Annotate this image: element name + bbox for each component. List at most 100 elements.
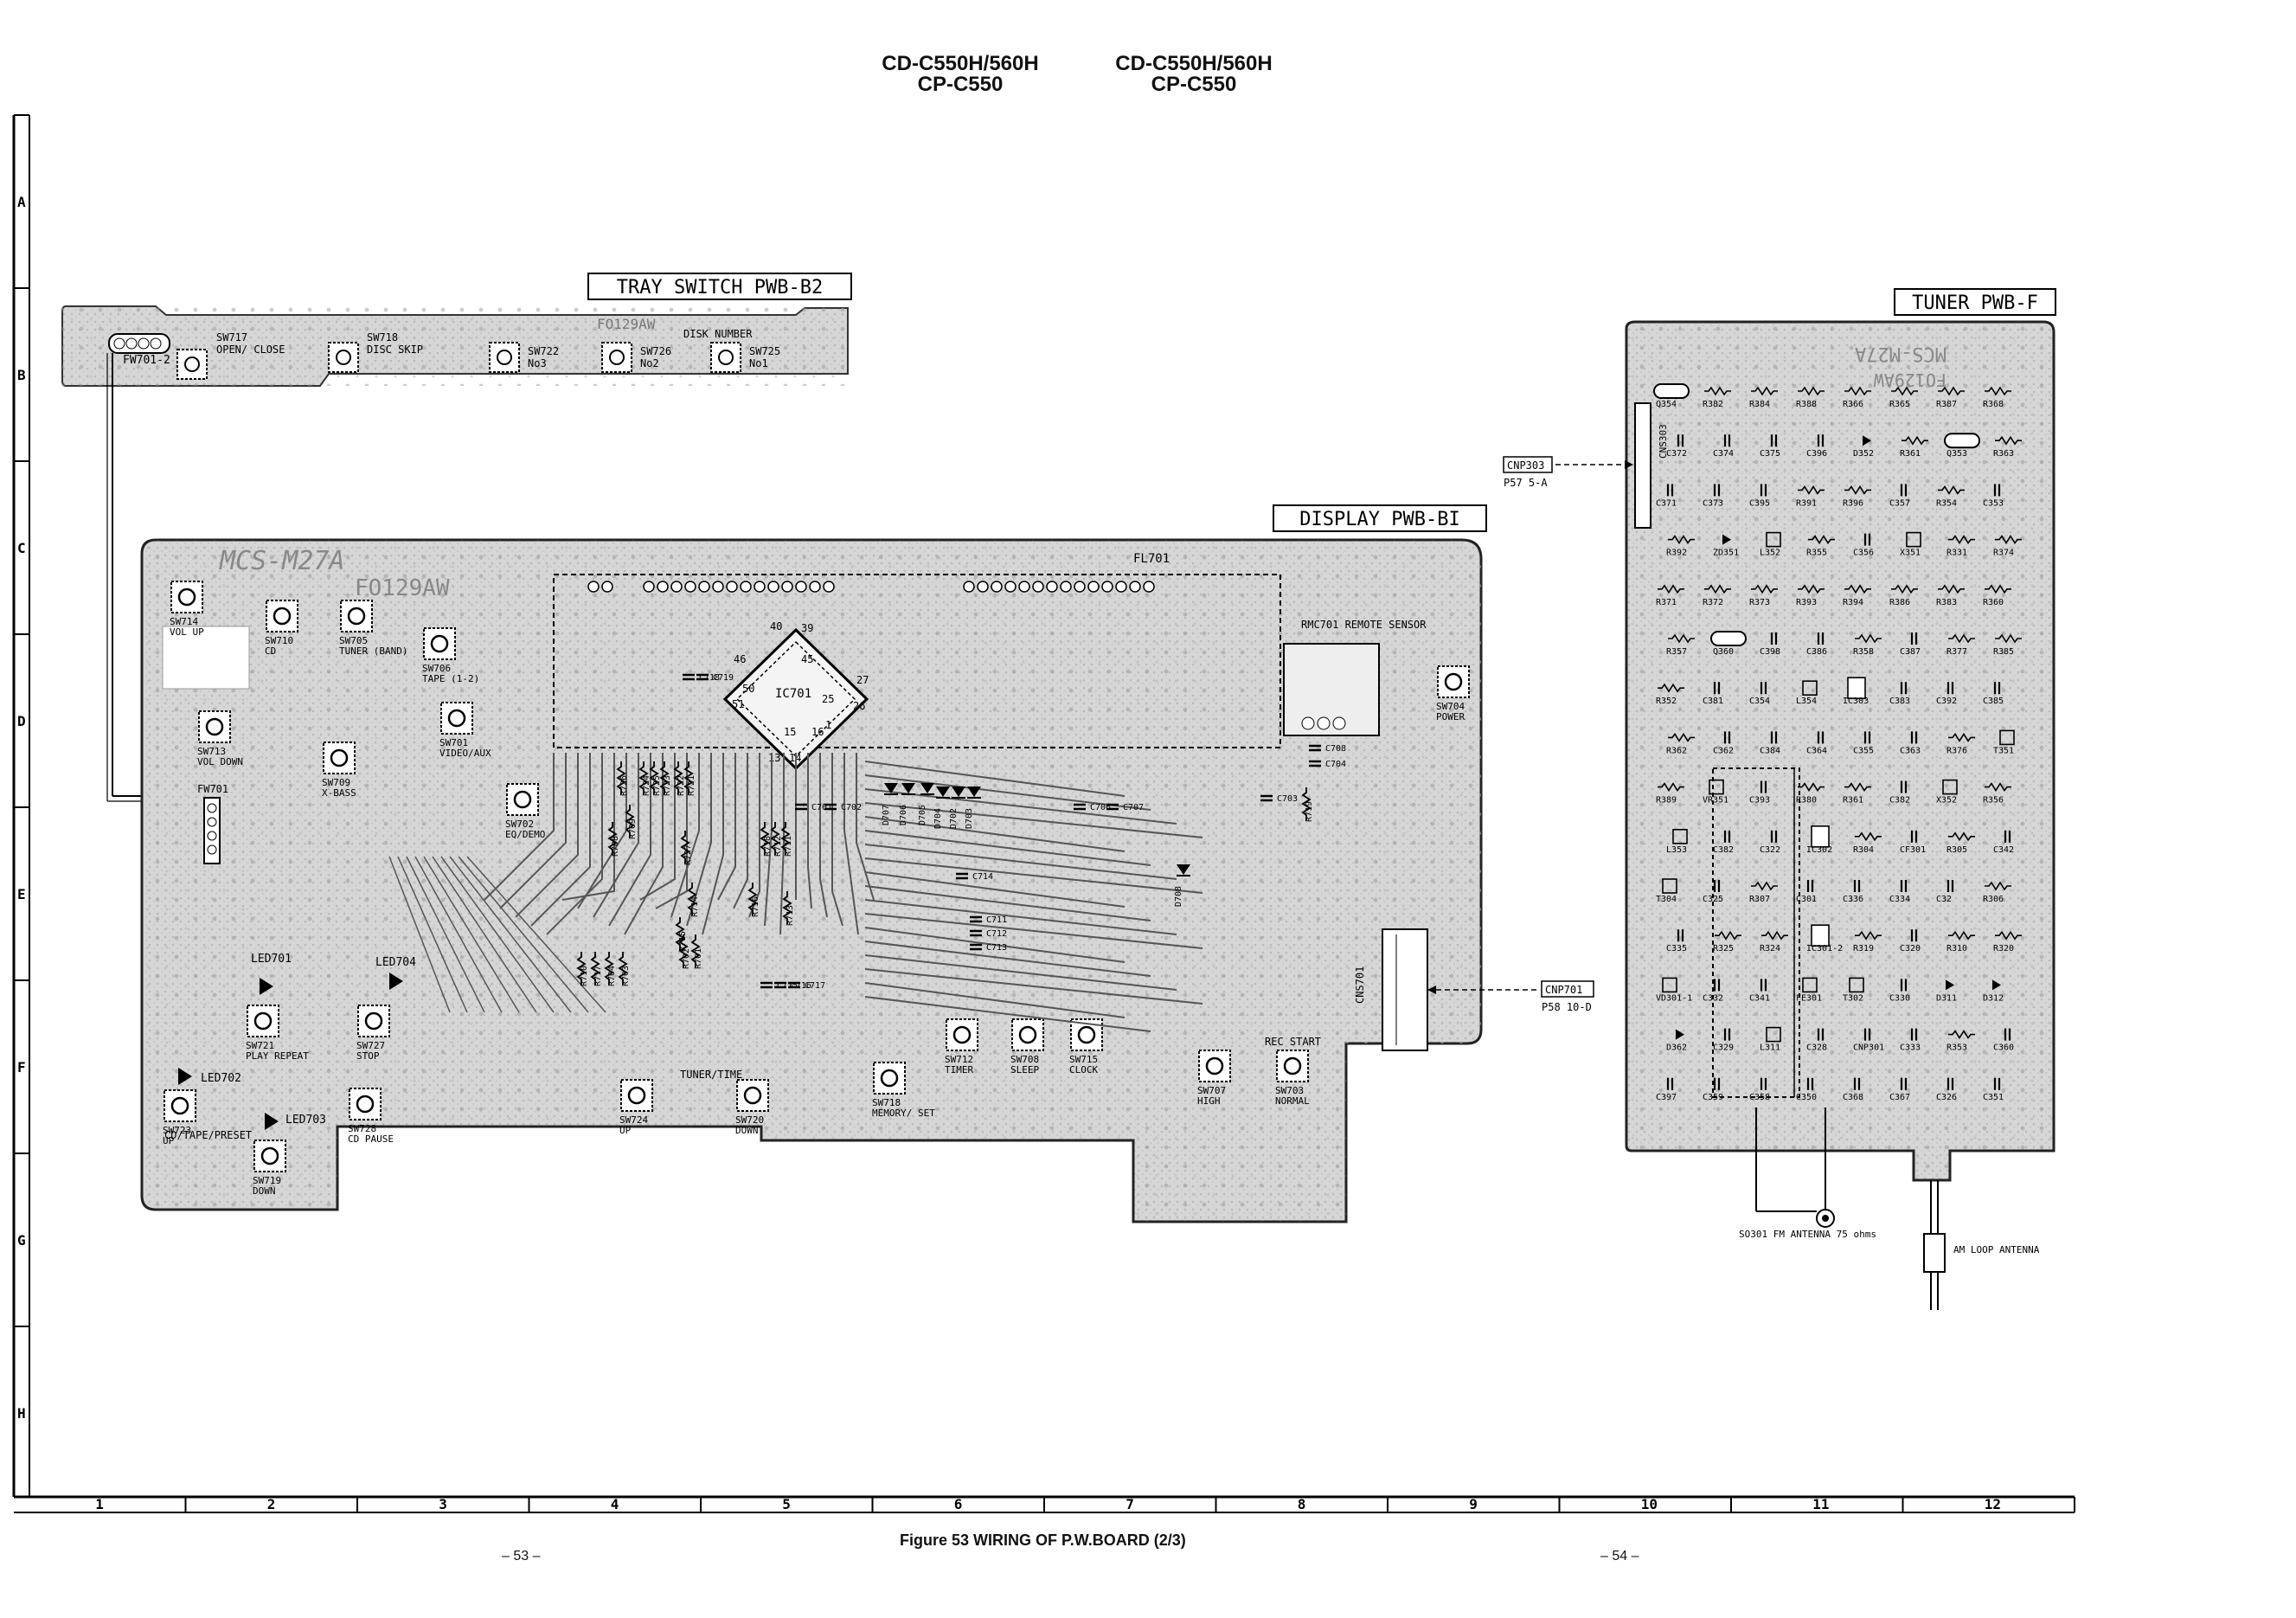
fl701-pin bbox=[1004, 581, 1017, 593]
resistor-icon bbox=[1844, 782, 1871, 793]
switch-body bbox=[247, 1005, 279, 1037]
tuner-part-r365: R365 bbox=[1889, 386, 1918, 409]
switch-button-icon bbox=[513, 790, 532, 809]
tuner-part-ref: R361 bbox=[1843, 796, 1863, 806]
led703-label: LED703 bbox=[285, 1114, 326, 1127]
tuner-part-ref: R388 bbox=[1796, 400, 1817, 409]
switch-label: PLAY REPEAT bbox=[246, 1050, 309, 1062]
tuner-part-ref: R354 bbox=[1936, 498, 1957, 508]
cnp701-ref: P58 10-D bbox=[1542, 1001, 1592, 1013]
resistor-icon bbox=[1948, 535, 1975, 545]
switch-ref: SW701 bbox=[439, 737, 468, 748]
tuner-part-r384: R384 bbox=[1749, 386, 1778, 409]
resistor-ref: R702 bbox=[682, 948, 691, 969]
tuner-part-ref: R331 bbox=[1946, 549, 1967, 558]
tuner-part-ref: C386 bbox=[1806, 647, 1827, 657]
tuner-part-ref: C398 bbox=[1760, 647, 1780, 657]
tuner-part-ref: R356 bbox=[1983, 796, 2004, 806]
switch-ref: SW721 bbox=[246, 1040, 274, 1051]
pcb-trace bbox=[423, 856, 520, 1013]
switch-label: VOL UP bbox=[170, 626, 204, 638]
rec-start-label: REC START bbox=[1265, 1036, 1321, 1048]
capacitor-c718: C718 bbox=[683, 673, 720, 683]
column-ticks bbox=[184, 1497, 1904, 1512]
pcb-trace bbox=[406, 856, 485, 1013]
resistor-ref: R712 bbox=[773, 836, 783, 857]
ic701-pin-1: 1 bbox=[825, 719, 831, 731]
tuner-part-ref: Q360 bbox=[1713, 647, 1734, 657]
tuner-part-ref: C353 bbox=[1983, 498, 2004, 508]
pcb-trace bbox=[864, 830, 1151, 866]
switch-button-icon bbox=[952, 1025, 972, 1044]
tuner-part-ref: C356 bbox=[1853, 549, 1874, 558]
switch-button-icon bbox=[430, 634, 449, 653]
tuner-part-ref: R377 bbox=[1946, 647, 1967, 657]
resistor-r722: R722 bbox=[673, 761, 686, 796]
tuner-part-r325: R325 bbox=[1713, 930, 1741, 953]
resistor-icon bbox=[1995, 435, 2022, 446]
switch-label: STOP bbox=[356, 1050, 380, 1062]
tuner-part-ref: X352 bbox=[1936, 796, 1957, 806]
resistor-r724: R724 bbox=[638, 761, 651, 796]
switch-body bbox=[440, 702, 473, 735]
tray-switch-sw726: SW726 No2 bbox=[601, 342, 671, 373]
ic701-pin-51: 51 bbox=[732, 698, 744, 710]
capacitor-c716: C716 bbox=[774, 981, 811, 991]
tuner-part-r366: R366 bbox=[1843, 386, 1871, 409]
tuner-part-ref: C382 bbox=[1713, 845, 1734, 855]
component-icon bbox=[1942, 779, 1958, 795]
tuner-part-ref: C374 bbox=[1713, 449, 1734, 459]
tuner-part-c396: C396 bbox=[1806, 434, 1827, 459]
pcb-trace bbox=[864, 941, 1151, 977]
display-leds: LED701 LED704 LED702 LED703 bbox=[178, 953, 416, 1130]
tuner-part-c333: C333 bbox=[1900, 1028, 1921, 1053]
capacitor-ref: C708 bbox=[1325, 744, 1346, 754]
tuner-part-ref: R353 bbox=[1946, 1043, 1967, 1053]
fl701-pin bbox=[1046, 581, 1058, 593]
tuner-part-ref: C325 bbox=[1703, 895, 1723, 904]
tuner-part-ref: C387 bbox=[1900, 647, 1921, 657]
capacitor-ref: C719 bbox=[713, 673, 734, 683]
tuner-part-c360: C360 bbox=[1993, 1028, 2014, 1053]
pcb-trace bbox=[807, 753, 812, 909]
resistor-icon bbox=[590, 952, 600, 985]
switch-label: EQ/DEMO bbox=[505, 829, 545, 840]
ic701-pin-26: 26 bbox=[853, 700, 865, 712]
pcb-trace bbox=[670, 753, 700, 918]
resistor-icon bbox=[690, 934, 701, 967]
tuner-part-ref: Q354 bbox=[1656, 400, 1677, 409]
tuner-part-ref: R383 bbox=[1936, 598, 1957, 607]
switch-ref: SW713 bbox=[197, 746, 226, 757]
tuner-part-ref: R319 bbox=[1853, 944, 1874, 953]
resistor-icon bbox=[649, 761, 659, 794]
switch-button-icon bbox=[347, 607, 366, 626]
capacitor-ref: C717 bbox=[805, 981, 825, 991]
tuner-part-ref: C333 bbox=[1900, 1043, 1921, 1053]
switch-ref: SW727 bbox=[356, 1040, 385, 1051]
tuner-part-r373: R373 bbox=[1749, 584, 1778, 607]
fl701-pin bbox=[601, 581, 613, 593]
tuner-part-d312: D312 bbox=[1983, 979, 2004, 1003]
ic701-pin-40: 40 bbox=[770, 620, 782, 632]
display-board: DISPLAY PWB-BI MCS-M27A FO129AW FL701 IC… bbox=[140, 504, 1594, 1223]
pcb-trace bbox=[864, 968, 1203, 1005]
tuner-part-l353: L353 bbox=[1666, 828, 1688, 855]
page-number-right: – 54 – bbox=[1600, 1549, 1639, 1563]
resistor-icon bbox=[1902, 435, 1928, 446]
switch-ref: SW707 bbox=[1197, 1085, 1226, 1096]
fl701-pin bbox=[657, 581, 669, 593]
switch-body bbox=[946, 1018, 978, 1051]
tuner-part-c364: C364 bbox=[1806, 731, 1827, 755]
switch-body bbox=[164, 1089, 196, 1122]
tuner-part-r360: R360 bbox=[1983, 584, 2011, 607]
tuner-part-ref: L311 bbox=[1760, 1043, 1780, 1053]
pcb-trace bbox=[639, 753, 676, 901]
resistor-ref: R723 bbox=[663, 775, 672, 796]
switch-label: CD PAUSE bbox=[348, 1133, 394, 1145]
ic701-pin-27: 27 bbox=[856, 674, 869, 686]
resistor-icon bbox=[680, 831, 690, 864]
resistor-ref: R704 bbox=[607, 966, 617, 986]
